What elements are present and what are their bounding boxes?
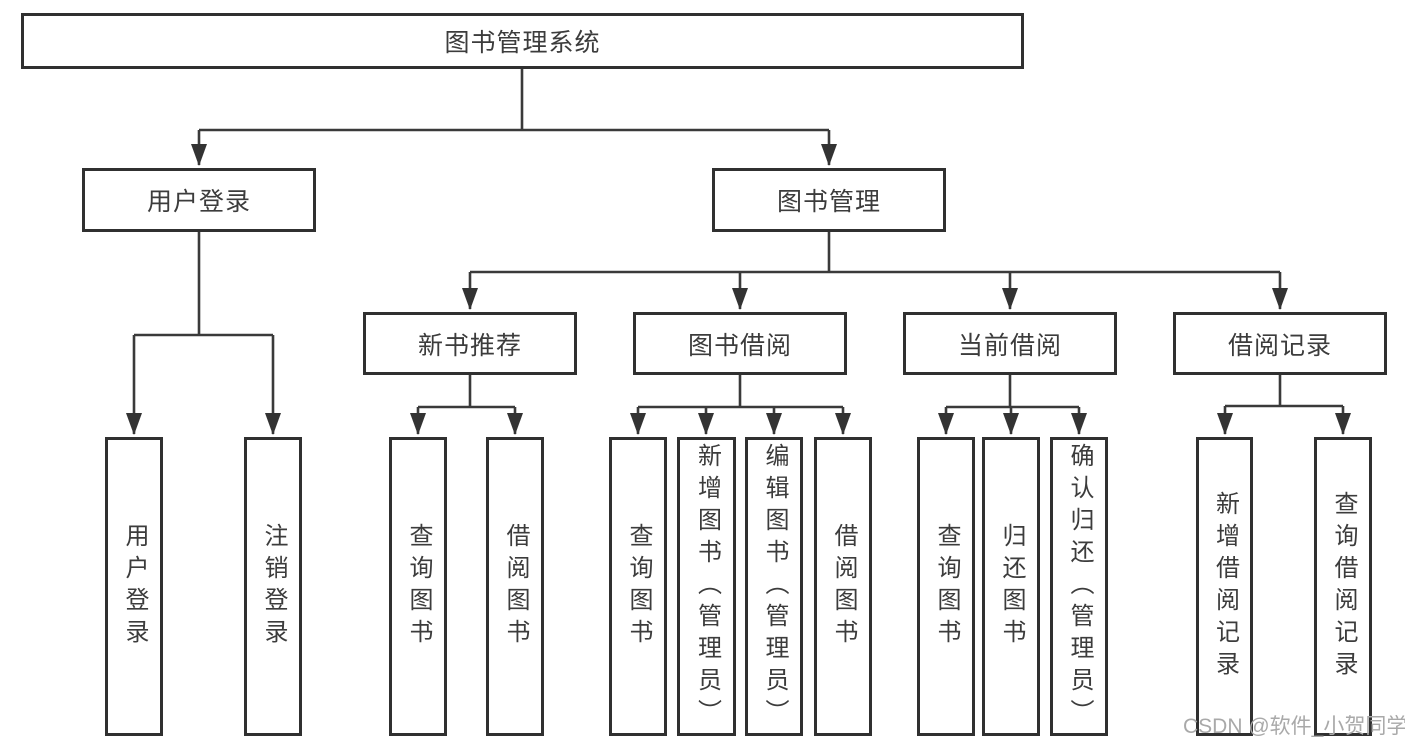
leaf-query-book-2: 查询图书 [609,437,667,736]
leaf-borrow-book-1: 借阅图书 [486,437,544,736]
node-borrow-records: 借阅记录 [1173,312,1387,375]
node-new-book-recommend: 新书推荐 [363,312,577,375]
leaf-borrow-book-2: 借阅图书 [814,437,872,736]
connector-new-book-recommend-children [410,375,523,435]
watermark: CSDN @软件_小贺同学 [1183,715,1405,738]
connector-current-borrow-children [938,375,1087,435]
node-root: 图书管理系统 [21,13,1024,69]
node-current-borrow: 当前借阅 [903,312,1117,375]
leaf-edit-book-admin: 编辑图书（管理员） [745,437,803,736]
leaf-return-book: 归还图书 [982,437,1040,736]
leaf-add-borrow-record: 新增借阅记录 [1196,437,1253,736]
node-user-login: 用户登录 [82,168,316,232]
leaf-user-login: 用户登录 [105,437,163,736]
connector-root-to-level2 [191,69,837,166]
connector-book-management-children [462,232,1288,310]
leaf-logout-login: 注销登录 [244,437,302,736]
leaf-query-borrow-record: 查询借阅记录 [1314,437,1372,736]
connector-borrow-records-children [1217,375,1351,435]
connector-user-login-children [126,232,281,435]
leaf-confirm-return-admin: 确认归还（管理员） [1050,437,1108,736]
leaf-query-book-3: 查询图书 [917,437,975,736]
node-book-borrow: 图书借阅 [633,312,847,375]
leaf-query-book-1: 查询图书 [389,437,447,736]
leaf-add-book-admin: 新增图书（管理员） [677,437,736,736]
node-book-management: 图书管理 [712,168,946,232]
connector-book-borrow-children [630,375,851,435]
